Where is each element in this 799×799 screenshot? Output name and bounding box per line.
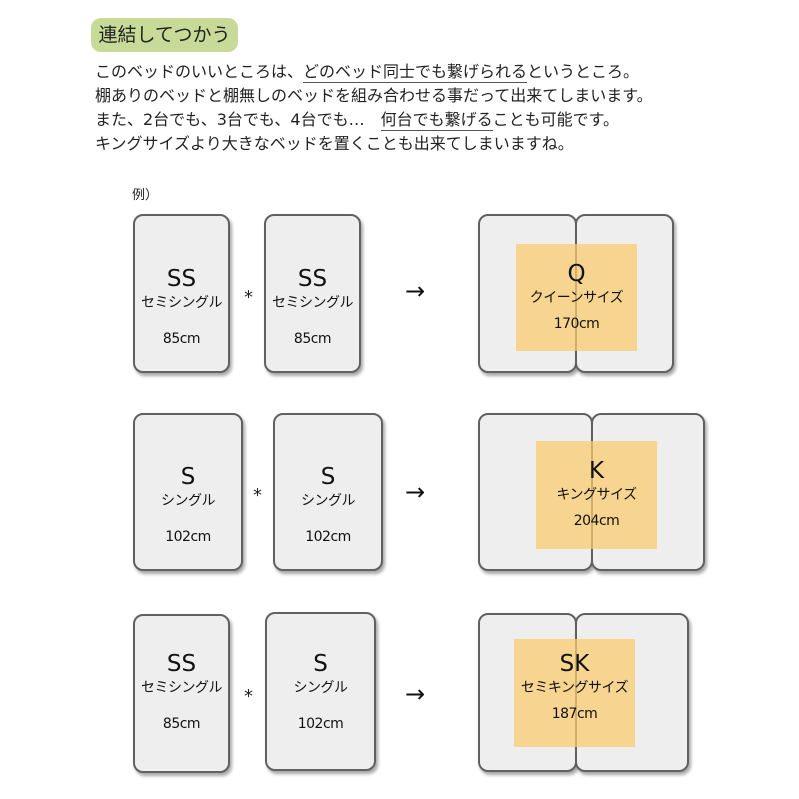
result-width: 170cm (553, 316, 600, 332)
result-code: SK (559, 651, 590, 677)
intro-text: このベッドのいいところは、どのベッド同士でも繋げられるというところ。 棚ありのベ… (95, 60, 653, 156)
result-row-3-label: SK セミキングサイズ 187cm (509, 650, 640, 724)
result-width: 204cm (573, 513, 620, 529)
bed-width: 102cm (297, 716, 344, 732)
bed-width: 85cm (293, 331, 332, 347)
result-name: クイーンサイズ (529, 290, 624, 306)
intro-line-3: また、2台でも、3台でも、4台でも… 何台でも繋げることも可能です。 (95, 108, 653, 132)
bed-left-row-2-label: S シングル 102cm (133, 463, 243, 547)
bed-code: S (320, 464, 336, 490)
bed-code: SS (297, 266, 328, 292)
bed-left-row-3 (133, 614, 230, 773)
bed-right-row-3 (265, 612, 376, 771)
intro-line-3-pre: また、2台でも、3台でも、4台でも… (95, 110, 381, 129)
bed-width: 85cm (162, 331, 201, 347)
plus-operator: * (253, 485, 262, 506)
bed-name: セミシングル (141, 680, 223, 696)
intro-line-1: このベッドのいいところは、どのベッド同士でも繋げられるというところ。 (95, 60, 653, 84)
arrow-icon: → (405, 277, 426, 305)
arrow-icon: → (405, 478, 426, 506)
arrow-icon: → (405, 680, 426, 708)
intro-line-2: 棚ありのベッドと棚無しのベッドを組み合わせる事だって出来てしまいます。 (95, 86, 653, 105)
result-code: Q (567, 261, 586, 287)
section-label: 連結してつかう (91, 18, 238, 52)
bed-name: シングル (161, 493, 216, 509)
plus-operator: * (244, 686, 253, 707)
bed-right-row-3-label: S シングル 102cm (265, 650, 376, 734)
intro-line-3-post: ことも可能です。 (492, 110, 620, 129)
result-code: K (588, 458, 605, 484)
bed-code: S (313, 651, 328, 677)
result-width: 187cm (551, 706, 598, 722)
bed-width: 102cm (165, 529, 211, 545)
bed-right-row-2 (273, 413, 383, 571)
intro-line-1-emphasis: どのベッド同士でも繋げられる (303, 62, 528, 83)
intro-line-3-emphasis: 何台でも繋げる (380, 110, 493, 131)
bed-left-row-2 (133, 413, 243, 571)
result-row-1-label: Q クイーンサイズ 170cm (516, 260, 637, 334)
result-name: セミキングサイズ (520, 680, 629, 696)
result-row-2-label: K キングサイズ 204cm (536, 457, 657, 531)
bed-code: S (180, 464, 196, 490)
plus-operator: * (244, 287, 253, 308)
bed-code: SS (166, 266, 197, 292)
result-name: キングサイズ (556, 487, 637, 503)
bed-code: SS (166, 651, 197, 677)
bed-left-row-3-label: SS セミシングル 85cm (128, 650, 235, 734)
bed-name: セミシングル (141, 295, 223, 311)
combined-size-highlight (516, 244, 637, 351)
intro-line-1-pre: このベッドのいいところは、 (95, 62, 304, 81)
bed-right-row-1-label: SS セミシングル 85cm (259, 265, 366, 349)
bed-right-row-2-label: S シングル 102cm (273, 463, 383, 547)
bed-name: シングル (301, 493, 356, 509)
bed-name: セミシングル (272, 295, 354, 311)
combined-size-highlight (514, 639, 635, 747)
intro-line-4: キングサイズより大きなベッドを置くことも出来てしまいますね。 (95, 134, 574, 153)
bed-left-row-1 (133, 214, 230, 373)
combined-size-highlight (536, 441, 657, 549)
example-label: 例） (132, 188, 159, 203)
bed-right-row-1 (264, 214, 361, 373)
bed-left-row-1-label: SS セミシングル 85cm (128, 265, 235, 349)
bed-width: 102cm (305, 529, 351, 545)
intro-line-1-post: というところ。 (527, 62, 640, 81)
bed-name: シングル (293, 680, 349, 696)
bed-width: 85cm (162, 716, 201, 732)
